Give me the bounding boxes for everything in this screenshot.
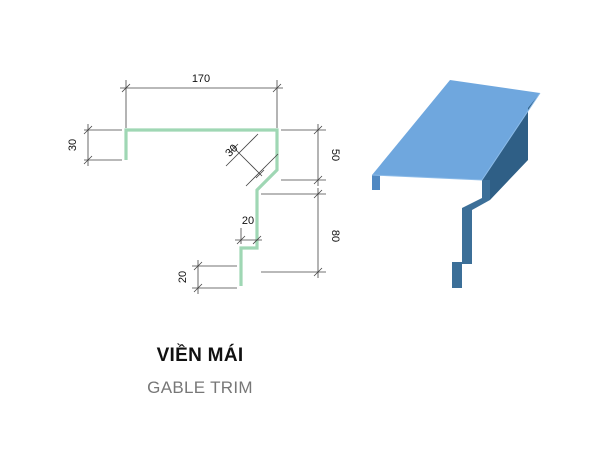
dim-lip-left-label: 30 bbox=[67, 139, 79, 151]
trim-front-face bbox=[452, 180, 490, 288]
trim-left-lip bbox=[372, 175, 380, 190]
caption-title: VIỀN MÁI bbox=[156, 345, 244, 366]
dimension-lines: 170 30 30 50 80 20 bbox=[67, 73, 341, 294]
trim-profile-line bbox=[124, 128, 279, 286]
caption-subtitle: GABLE TRIM bbox=[147, 378, 253, 397]
dim-upper-height-label: 50 bbox=[329, 149, 341, 161]
profile-drawing bbox=[124, 128, 279, 286]
dim-bottom-lip-label: 20 bbox=[177, 271, 189, 283]
dim-step-label: 20 bbox=[242, 215, 254, 227]
trim-top-face bbox=[372, 80, 540, 180]
trim-top-edge bbox=[371, 92, 541, 181]
trim-3d-render bbox=[371, 80, 541, 288]
trim-side-face bbox=[482, 93, 540, 200]
dim-lower-height-label: 80 bbox=[329, 230, 341, 242]
dim-bevel-label: 30 bbox=[223, 142, 240, 159]
dim-width-top-label: 170 bbox=[192, 73, 210, 85]
